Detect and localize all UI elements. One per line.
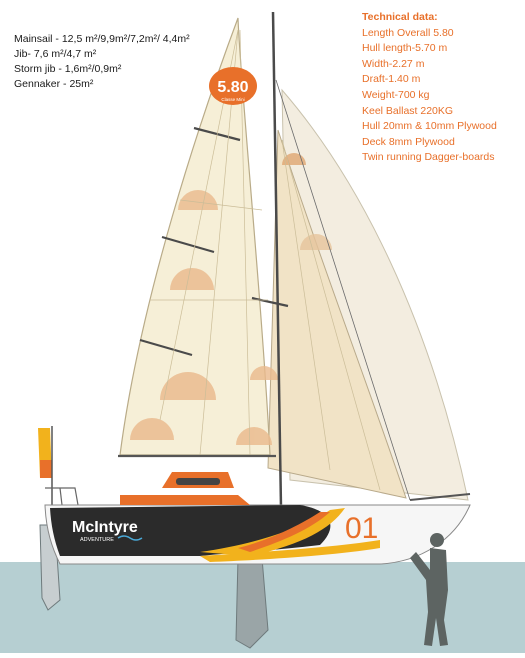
tech-hull-length: Hull length-5.70 m <box>362 42 448 55</box>
cabin-window <box>176 478 220 485</box>
person-silhouette <box>410 533 448 646</box>
sail-badge: 5.80 Classe Mini <box>209 67 257 105</box>
tech-weight: Weight-700 kg <box>362 88 430 101</box>
stern-flag-red <box>40 460 52 478</box>
pulpit <box>45 487 79 506</box>
tech-hull-material: Hull 20mm & 10mm Plywood <box>362 120 497 133</box>
jib <box>267 129 407 499</box>
sail-area-jib: Jib- 7,6 m²/4,7 m² <box>14 48 97 60</box>
hull-yellow-lower <box>200 540 380 562</box>
mast <box>271 11 283 509</box>
hull-deck-stripe <box>120 495 250 505</box>
sail-area-storm-jib: Storm jib - 1,6m²/0,9m² <box>14 63 122 75</box>
forestay <box>275 79 411 501</box>
tech-dagger-boards: Twin running Dagger-boards <box>362 151 495 164</box>
tech-deck-material: Deck 8mm Plywood <box>362 135 455 148</box>
tech-width: Width-2.27 m <box>362 57 425 70</box>
hull-brand-sub: ADVENTURE <box>80 537 114 543</box>
sail-area-gennaker: Gennaker - 25m² <box>14 78 94 90</box>
hull-brand: McIntyre <box>72 519 138 536</box>
tech-keel-ballast: Keel Ballast 220KG <box>362 104 454 117</box>
sail-badge-subtitle: Classe Mini <box>221 97 244 102</box>
technical-data-title: Technical data: <box>362 11 438 23</box>
sail-panels <box>130 153 332 445</box>
tech-length-overall: Length Overall 5.80 <box>362 26 454 39</box>
hull-brand-wave <box>117 535 143 541</box>
sail-areas: Mainsail - 12,5 m²/9,9m²/7,2m²/ 4,4m² Ji… <box>14 32 190 92</box>
sail-area-mainsail: Mainsail - 12,5 m²/9,9m²/7,2m²/ 4,4m² <box>14 33 190 45</box>
bowsprit <box>409 493 471 501</box>
hull-yellow-swoosh <box>200 508 345 556</box>
keel <box>235 557 269 649</box>
battens <box>139 126 289 357</box>
hull-orange-swoosh <box>238 512 330 552</box>
technical-data: Technical data: Length Overall 5.80 Hull… <box>362 10 497 166</box>
sail-badge-number: 5.80 <box>217 79 248 96</box>
tech-draft: Draft-1.40 m <box>362 73 421 86</box>
hull-sail-number: 01 <box>345 512 378 545</box>
